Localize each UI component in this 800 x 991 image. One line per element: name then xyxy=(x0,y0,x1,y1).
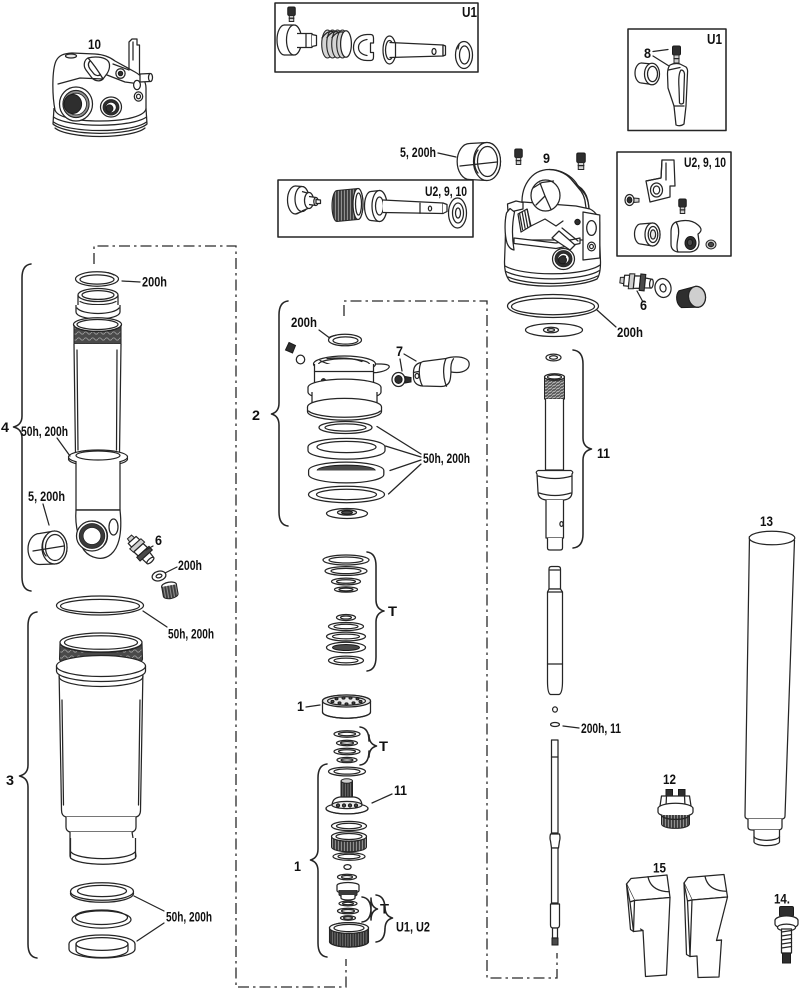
svg-text:11: 11 xyxy=(597,446,610,461)
svg-text:6: 6 xyxy=(155,533,162,548)
svg-text:6: 6 xyxy=(640,298,647,313)
svg-text:200h, 11: 200h, 11 xyxy=(581,721,621,736)
svg-text:50h, 200h: 50h, 200h xyxy=(21,424,68,439)
svg-text:5, 200h: 5, 200h xyxy=(28,489,65,504)
svg-text:T: T xyxy=(388,604,398,619)
svg-text:9: 9 xyxy=(543,151,550,166)
svg-text:50h, 200h: 50h, 200h xyxy=(168,627,214,642)
svg-text:1: 1 xyxy=(294,859,301,874)
svg-text:11: 11 xyxy=(394,783,407,798)
svg-text:10: 10 xyxy=(88,37,101,52)
svg-text:4: 4 xyxy=(1,420,10,435)
svg-text:U1: U1 xyxy=(462,5,477,21)
svg-text:U1, U2: U1, U2 xyxy=(396,920,430,935)
svg-text:U1: U1 xyxy=(707,32,722,48)
svg-text:12: 12 xyxy=(663,772,676,787)
svg-text:U2, 9, 10: U2, 9, 10 xyxy=(684,155,726,170)
svg-text:14.: 14. xyxy=(774,892,790,907)
svg-text:8: 8 xyxy=(644,46,651,61)
svg-text:5, 200h: 5, 200h xyxy=(400,145,436,160)
svg-text:50h, 200h: 50h, 200h xyxy=(166,910,212,925)
svg-text:200h: 200h xyxy=(178,558,202,573)
svg-text:T: T xyxy=(379,739,389,754)
svg-text:200h: 200h xyxy=(142,275,167,290)
svg-text:200h: 200h xyxy=(291,315,317,330)
svg-text:50h, 200h: 50h, 200h xyxy=(423,451,470,466)
svg-text:2: 2 xyxy=(252,408,260,423)
svg-text:15: 15 xyxy=(653,861,666,876)
svg-text:7: 7 xyxy=(396,344,403,359)
svg-text:U2, 9, 10: U2, 9, 10 xyxy=(425,184,467,199)
svg-text:3: 3 xyxy=(6,773,15,788)
svg-text:13: 13 xyxy=(760,514,773,529)
svg-text:200h: 200h xyxy=(617,325,643,340)
svg-text:1: 1 xyxy=(297,699,304,714)
